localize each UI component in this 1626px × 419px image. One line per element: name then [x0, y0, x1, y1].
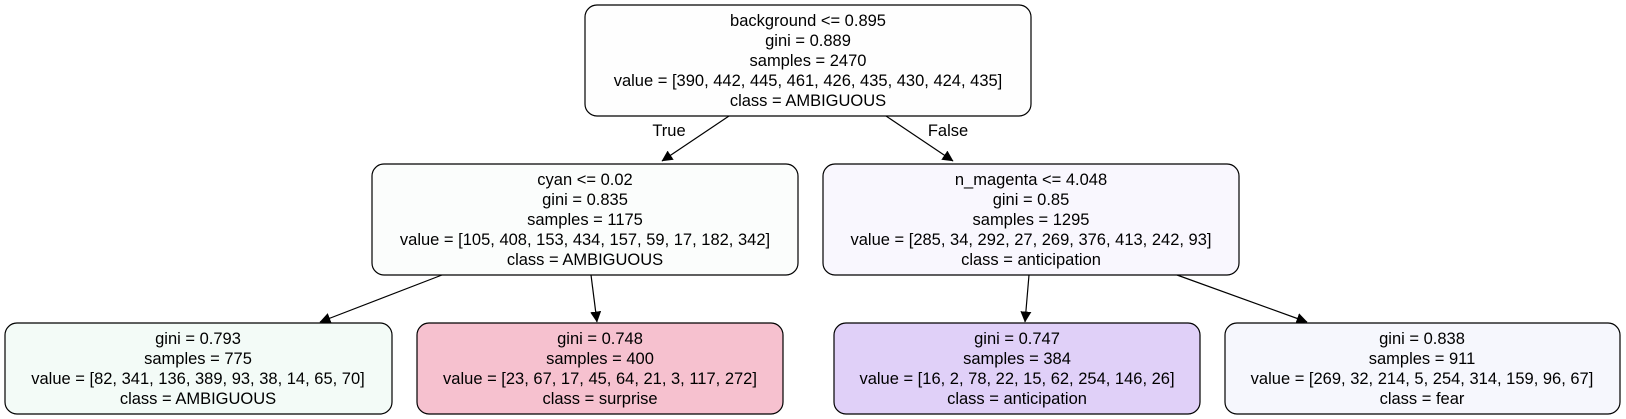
- node-class: class = surprise: [542, 390, 657, 408]
- node-value: value = [16, 2, 78, 22, 15, 62, 254, 146…: [859, 370, 1174, 388]
- node-gini: gini = 0.747: [974, 330, 1060, 348]
- node-samples: samples = 775: [144, 350, 252, 368]
- edge-root-right: [885, 115, 954, 162]
- node-value: value = [269, 32, 214, 5, 254, 314, 159,…: [1251, 370, 1594, 388]
- edge-left-ll: [319, 274, 443, 324]
- node-samples: samples = 1295: [973, 211, 1090, 229]
- node-samples: samples = 911: [1369, 350, 1476, 368]
- node-box: [822, 163, 1240, 276]
- node-samples: samples = 400: [546, 350, 654, 368]
- edge-right-rr: [1176, 274, 1308, 324]
- tree-node-root: background <= 0.895 gini = 0.889 samples…: [584, 4, 1032, 117]
- node-box: [4, 322, 393, 415]
- node-class: class = anticipation: [947, 390, 1087, 408]
- node-value: value = [390, 442, 445, 461, 426, 435, 4…: [614, 72, 1003, 90]
- node-gini: gini = 0.748: [557, 330, 643, 348]
- node-class: class = AMBIGUOUS: [730, 92, 886, 110]
- node-value: value = [23, 67, 17, 45, 64, 21, 3, 117,…: [443, 370, 757, 388]
- node-gini: gini = 0.835: [542, 191, 628, 209]
- edges: [319, 115, 1308, 324]
- node-gini: gini = 0.838: [1379, 330, 1465, 348]
- edge-label-false: False: [928, 122, 968, 140]
- tree-leaf-ll: gini = 0.793 samples = 775 value = [82, …: [4, 322, 393, 415]
- node-box: [584, 4, 1032, 117]
- tree-leaf-rl: gini = 0.747 samples = 384 value = [16, …: [833, 322, 1201, 415]
- node-value: value = [285, 34, 292, 27, 269, 376, 413…: [850, 231, 1211, 249]
- edge-right-rl: [1020, 274, 1032, 323]
- node-value: value = [82, 341, 136, 389, 93, 38, 14, …: [31, 370, 364, 388]
- node-samples: samples = 1175: [527, 211, 643, 229]
- node-class: class = AMBIGUOUS: [507, 251, 663, 269]
- node-class: class = fear: [1380, 390, 1465, 408]
- node-class: class = anticipation: [961, 251, 1101, 269]
- tree-node-left: cyan <= 0.02 gini = 0.835 samples = 1175…: [371, 163, 799, 276]
- node-box: [1224, 322, 1621, 415]
- node-gini: gini = 0.889: [765, 32, 851, 50]
- node-split-condition: cyan <= 0.02: [537, 171, 632, 189]
- edge-root-left: [661, 115, 730, 162]
- tree-node-right: n_magenta <= 4.048 gini = 0.85 samples =…: [822, 163, 1240, 276]
- edge-label-true: True: [652, 122, 685, 140]
- edge-left-lr: [590, 274, 602, 323]
- tree-leaf-lr: gini = 0.748 samples = 400 value = [23, …: [416, 322, 784, 415]
- tree-leaf-rr: gini = 0.838 samples = 911 value = [269,…: [1224, 322, 1621, 415]
- node-samples: samples = 384: [963, 350, 1071, 368]
- node-box: [371, 163, 799, 276]
- node-class: class = AMBIGUOUS: [120, 390, 276, 408]
- node-gini: gini = 0.793: [155, 330, 241, 348]
- node-box: [416, 322, 784, 415]
- node-gini: gini = 0.85: [993, 191, 1070, 209]
- node-value: value = [105, 408, 153, 434, 157, 59, 17…: [400, 231, 770, 249]
- node-split-condition: background <= 0.895: [730, 12, 886, 30]
- node-box: [833, 322, 1201, 415]
- node-samples: samples = 2470: [750, 52, 867, 70]
- node-split-condition: n_magenta <= 4.048: [955, 171, 1107, 189]
